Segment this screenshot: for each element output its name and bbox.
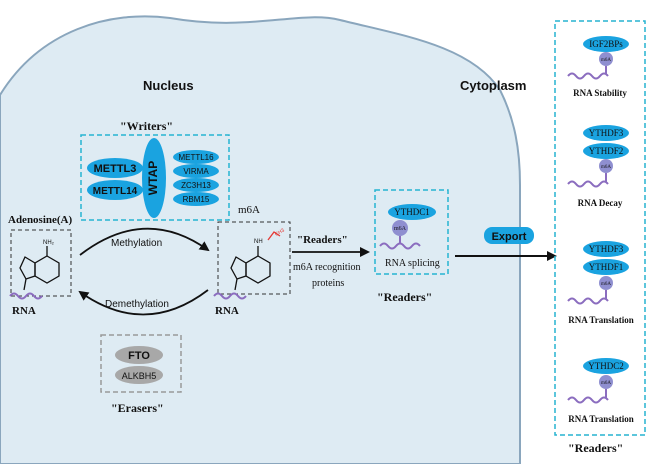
cyto-reader-pill (583, 358, 629, 374)
writer-pill-mettl14 (87, 180, 143, 200)
m6a-structure-icon (230, 231, 281, 291)
cyto-m6a-label: m6A (601, 165, 611, 170)
nuclear-function-label: RNA splicing (385, 258, 440, 269)
eraser-label-alkbh5: ALKBH5 (122, 371, 157, 381)
nh-label: NH (254, 239, 263, 245)
cyto-reader-protein: YTHDF3 (589, 244, 624, 254)
cyto-reader-protein: YTHDF3 (589, 128, 624, 138)
writer-others: METTL16 VIRMA ZC3H13 RBM15 (173, 150, 219, 206)
writer-label-mettl14: METTL14 (93, 186, 138, 197)
cyto-reader-pill (583, 125, 629, 141)
cyto-reader-group-4: YTHDC2 m6A RNA Translation (567, 358, 634, 424)
export-label: Export (492, 231, 527, 243)
nh2-label: NH₂ (43, 240, 55, 246)
eraser-label-fto: FTO (128, 350, 150, 362)
rna-wave-right-icon (213, 292, 247, 300)
writer-label-mettl16: METTL16 (178, 153, 214, 162)
writer-pill-virma (173, 164, 219, 178)
cyto-function-label: RNA Decay (578, 198, 623, 208)
cytoplasm-label: Cytoplasm (460, 78, 526, 93)
eraser-pill-alkbh5 (115, 366, 163, 384)
cyto-reader-group-2: YTHDF3 YTHDF2 m6A RNA Decay (567, 125, 629, 208)
cyto-rna-wave-icon (567, 180, 609, 188)
export-badge (484, 227, 534, 244)
cyto-reader-protein: YTHDC2 (588, 361, 624, 371)
cyto-m6a-circle (599, 52, 613, 66)
erasers-title: "Erasers" (111, 401, 164, 415)
rna-right-label: RNA (215, 305, 239, 317)
wtap-label: WTAP (146, 161, 160, 195)
writer-label-mettl3: METTL3 (94, 163, 137, 175)
ch3-label: CH3 (274, 227, 286, 237)
cyto-reader-protein: IGF2BPs (589, 39, 623, 49)
m6a-recognition-line1: m6A recognition (293, 262, 361, 273)
writer-pill-mettl3 (87, 158, 143, 178)
nuclear-rna-wave-icon (379, 242, 421, 250)
erasers-box (100, 334, 182, 393)
cyto-reader-group-1: IGF2BPs m6A RNA Stability (567, 36, 629, 98)
cyto-reader-group-3: YTHDF3 YTHDF1 m6A RNA Translation (567, 241, 634, 325)
writer-pill-zc3h13 (173, 178, 219, 192)
cyto-reader-pill-2 (583, 259, 629, 275)
cyto-rna-wave-icon (567, 297, 609, 305)
cyto-function-label: RNA Translation (568, 315, 633, 325)
cyto-readers-box (554, 20, 646, 436)
m6a-recognition-line2: proteins (312, 278, 344, 289)
cyto-m6a-circle (599, 276, 613, 290)
cyto-rna-wave-icon (567, 396, 609, 404)
cyto-m6a-label: m6A (601, 58, 611, 63)
methylation-arrow (79, 227, 210, 256)
writer-pill-rbm15 (173, 192, 219, 206)
ythdc1-label: YTHDC1 (394, 207, 430, 217)
cyto-m6a-circle (599, 159, 613, 173)
nuclear-m6a-circle (392, 220, 408, 236)
writer-label-rbm15: RBM15 (183, 195, 210, 204)
cyto-reader-pill (583, 241, 629, 257)
wtap-pill (142, 138, 166, 218)
adenosine-label: Adenosine(A) (8, 214, 73, 226)
cyto-m6a-label: m6A (601, 381, 611, 386)
writer-label-zc3h13: ZC3H13 (181, 181, 211, 190)
readers-mid-title: "Readers" (377, 290, 432, 304)
m6a-box (217, 221, 291, 295)
cyto-m6a-circle (599, 375, 613, 389)
adenosine-structure-icon (19, 246, 60, 291)
nuclear-reader-box (374, 189, 449, 275)
cyto-function-label: RNA Translation (568, 414, 633, 424)
methylation-label: Methylation (111, 238, 162, 249)
readers-right-title: "Readers" (568, 441, 623, 455)
readers-arrow-label: "Readers" (297, 234, 348, 246)
demethylation-arrow (78, 289, 209, 316)
cyto-reader-pill-2 (583, 143, 629, 159)
cyto-reader-protein-2: YTHDF2 (589, 146, 624, 156)
writer-label-virma: VIRMA (183, 167, 209, 176)
cyto-function-label: RNA Stability (573, 88, 627, 98)
writer-pill-mettl16 (173, 150, 219, 164)
cyto-reader-pill (583, 36, 629, 52)
eraser-pill-fto (115, 346, 163, 364)
ythdc1-pill (388, 204, 436, 220)
cyto-reader-protein-2: YTHDF1 (589, 262, 624, 272)
writers-title: "Writers" (120, 119, 173, 133)
demethylation-label: Demethylation (105, 299, 169, 310)
nuclear-m6a-label: m6A (394, 226, 407, 232)
rna-wave-left-icon (9, 292, 43, 300)
m6a-label: m6A (238, 204, 260, 216)
cyto-m6a-label: m6A (601, 282, 611, 287)
cyto-rna-wave-icon (567, 72, 609, 80)
writers-box (80, 134, 230, 221)
rna-left-label: RNA (12, 305, 36, 317)
nucleus-label: Nucleus (143, 78, 194, 93)
